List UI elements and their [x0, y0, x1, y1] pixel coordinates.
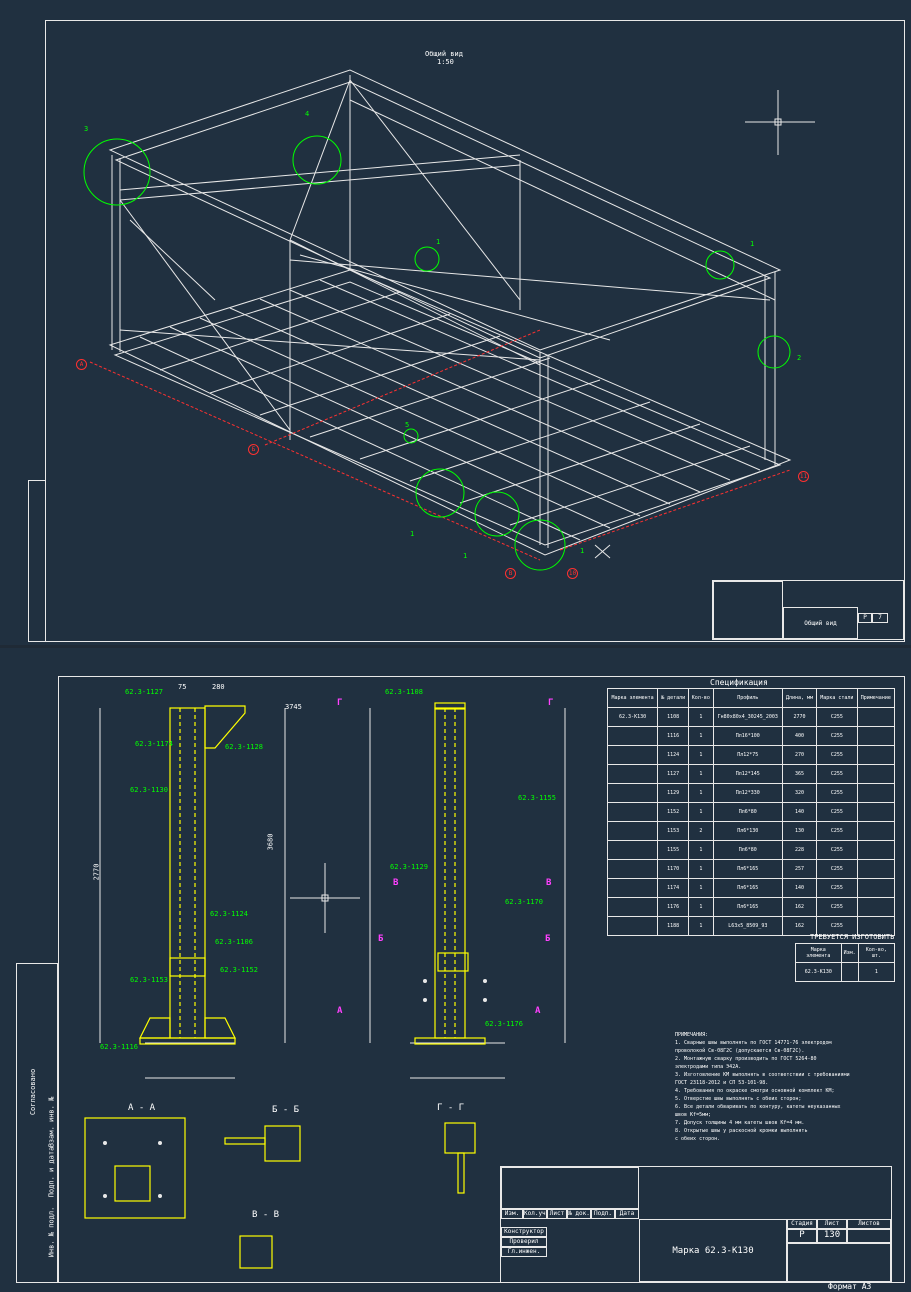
isometric-frame-drawing — [83, 69, 815, 571]
role-designer: Конструктор — [501, 1227, 547, 1237]
spec-h-qty: Кол-во — [688, 688, 714, 708]
title-block-name: Общий вид — [804, 620, 837, 627]
role-chief: Гл.инжен. — [501, 1247, 547, 1257]
section-marker-b-left: Б — [378, 934, 384, 944]
section-title-vv: В - В — [252, 1210, 280, 1220]
section-title-gg: Г - Г — [437, 1103, 465, 1113]
dim-280: 280 — [212, 683, 225, 691]
grid-axis-11: 11 — [798, 471, 809, 482]
grid-axis-v: В — [505, 568, 516, 579]
side-strip — [28, 480, 46, 642]
section-marker-v-left: В — [393, 878, 399, 888]
part-label-1176: 62.3-1176 — [485, 1020, 523, 1028]
section-marker-b-right: Б — [545, 934, 551, 944]
part-label-1108: 62.3-1108 — [385, 688, 423, 696]
role-checked: Проверил — [501, 1237, 547, 1247]
side-strip-2 — [16, 963, 58, 1283]
title-block-sheet2: Изм. Кол.уч. Лист № док. Подп. Дата Конс… — [500, 1166, 892, 1283]
spec-h-len: Длина, мм — [781, 688, 818, 708]
spec-h-profile: Профиль — [712, 688, 783, 708]
title-block-sheet1: Общий вид Р 7 — [712, 580, 904, 640]
view-scale: 1:50 — [437, 58, 454, 66]
section-title-bb: Б - Б — [272, 1105, 300, 1115]
stage-value: Р — [787, 1229, 817, 1243]
grid-axis-b: Б — [248, 444, 259, 455]
column-elevation-drawings — [84, 702, 566, 1269]
section-marker-a-right: А — [535, 1006, 541, 1016]
node-label-1d: 1 — [463, 552, 468, 560]
notes-title: ПРИМЕЧАНИЯ: — [675, 1032, 709, 1038]
dim-75: 75 — [178, 683, 187, 691]
spec-h-pos: № детали — [657, 688, 690, 708]
part-label-1116: 62.3-1116 — [100, 1043, 138, 1051]
grid-axis-10: 10 — [567, 568, 578, 579]
part-label-1129: 62.3-1129 — [390, 863, 428, 871]
outer-frame — [45, 20, 905, 642]
spec-h-mark: Марка элемента — [606, 688, 659, 708]
table-row: 62.3-К130 1 — [795, 962, 896, 982]
spec-h-note: Примечание — [856, 688, 896, 708]
dim-2770: 2770 — [92, 863, 101, 881]
part-label-1124: 62.3-1124 — [210, 910, 248, 918]
section-marker-a-left: А — [337, 1006, 343, 1016]
section-title-aa: А - А — [128, 1103, 156, 1113]
sheet-value: 130 — [817, 1229, 847, 1243]
format-label: Формат А3 — [828, 1282, 872, 1291]
part-label-1106: 62.3-1106 — [215, 938, 253, 946]
spec-h-steel: Марка стали — [816, 688, 858, 708]
node-label-1a: 1 — [436, 238, 441, 246]
node-label-1c: 1 — [410, 530, 415, 538]
node-label-4: 4 — [305, 110, 310, 118]
view-title: Общий вид — [425, 50, 463, 58]
required-title: ТРЕБУЕТСЯ ИЗГОТОВИТЬ — [810, 933, 895, 941]
section-marker-g-left: Г — [337, 698, 343, 708]
part-label-1155: 62.3-1155 — [518, 794, 556, 802]
part-label-1128: 62.3-1128 — [225, 743, 263, 751]
dim-3680: 3680 — [266, 833, 275, 851]
grid-axis-a: А — [76, 359, 87, 370]
part-label-1174: 62.3-1174 — [135, 740, 173, 748]
dim-3745: 3745 — [285, 703, 302, 711]
section-marker-v-right: В — [546, 878, 552, 888]
spec-title: Спецификация — [710, 678, 768, 687]
notes-block: ПРИМЕЧАНИЯ: 1. Сварные швы выполнять по … — [675, 1032, 850, 1142]
stage-cell: Р — [858, 613, 872, 623]
node-label-5: 5 — [405, 421, 410, 429]
part-label-1152: 62.3-1152 — [220, 966, 258, 974]
outer-frame-2 — [58, 676, 905, 1283]
node-label-1e: 1 — [580, 547, 585, 555]
section-marker-g-right: Г — [548, 698, 554, 708]
part-label-1130: 62.3-1130 — [130, 786, 168, 794]
part-label-1153: 62.3-1153 — [130, 976, 168, 984]
node-label-1b: 1 — [750, 240, 755, 248]
spec-table: Марка элемента № детали Кол-во Профиль Д… — [606, 688, 896, 936]
part-label-1127: 62.3-1127 — [125, 688, 163, 696]
required-table: Марка элемента Изм. Кол-во, шт. 62.3-К13… — [795, 943, 896, 982]
node-label-2: 2 — [797, 354, 802, 362]
part-label-1170: 62.3-1170 — [505, 898, 543, 906]
drawing-sheet-general-view: Общий вид 1:50 — [0, 0, 911, 645]
drawing-mark-title: Марка 62.3-К130 — [672, 1246, 754, 1256]
sheet-cell: 7 — [872, 613, 888, 623]
node-label-3: 3 — [84, 125, 89, 133]
drawing-sheet-column-k130: Согласовано Взам. инв. № Подп. и дата Ин… — [0, 648, 911, 1292]
